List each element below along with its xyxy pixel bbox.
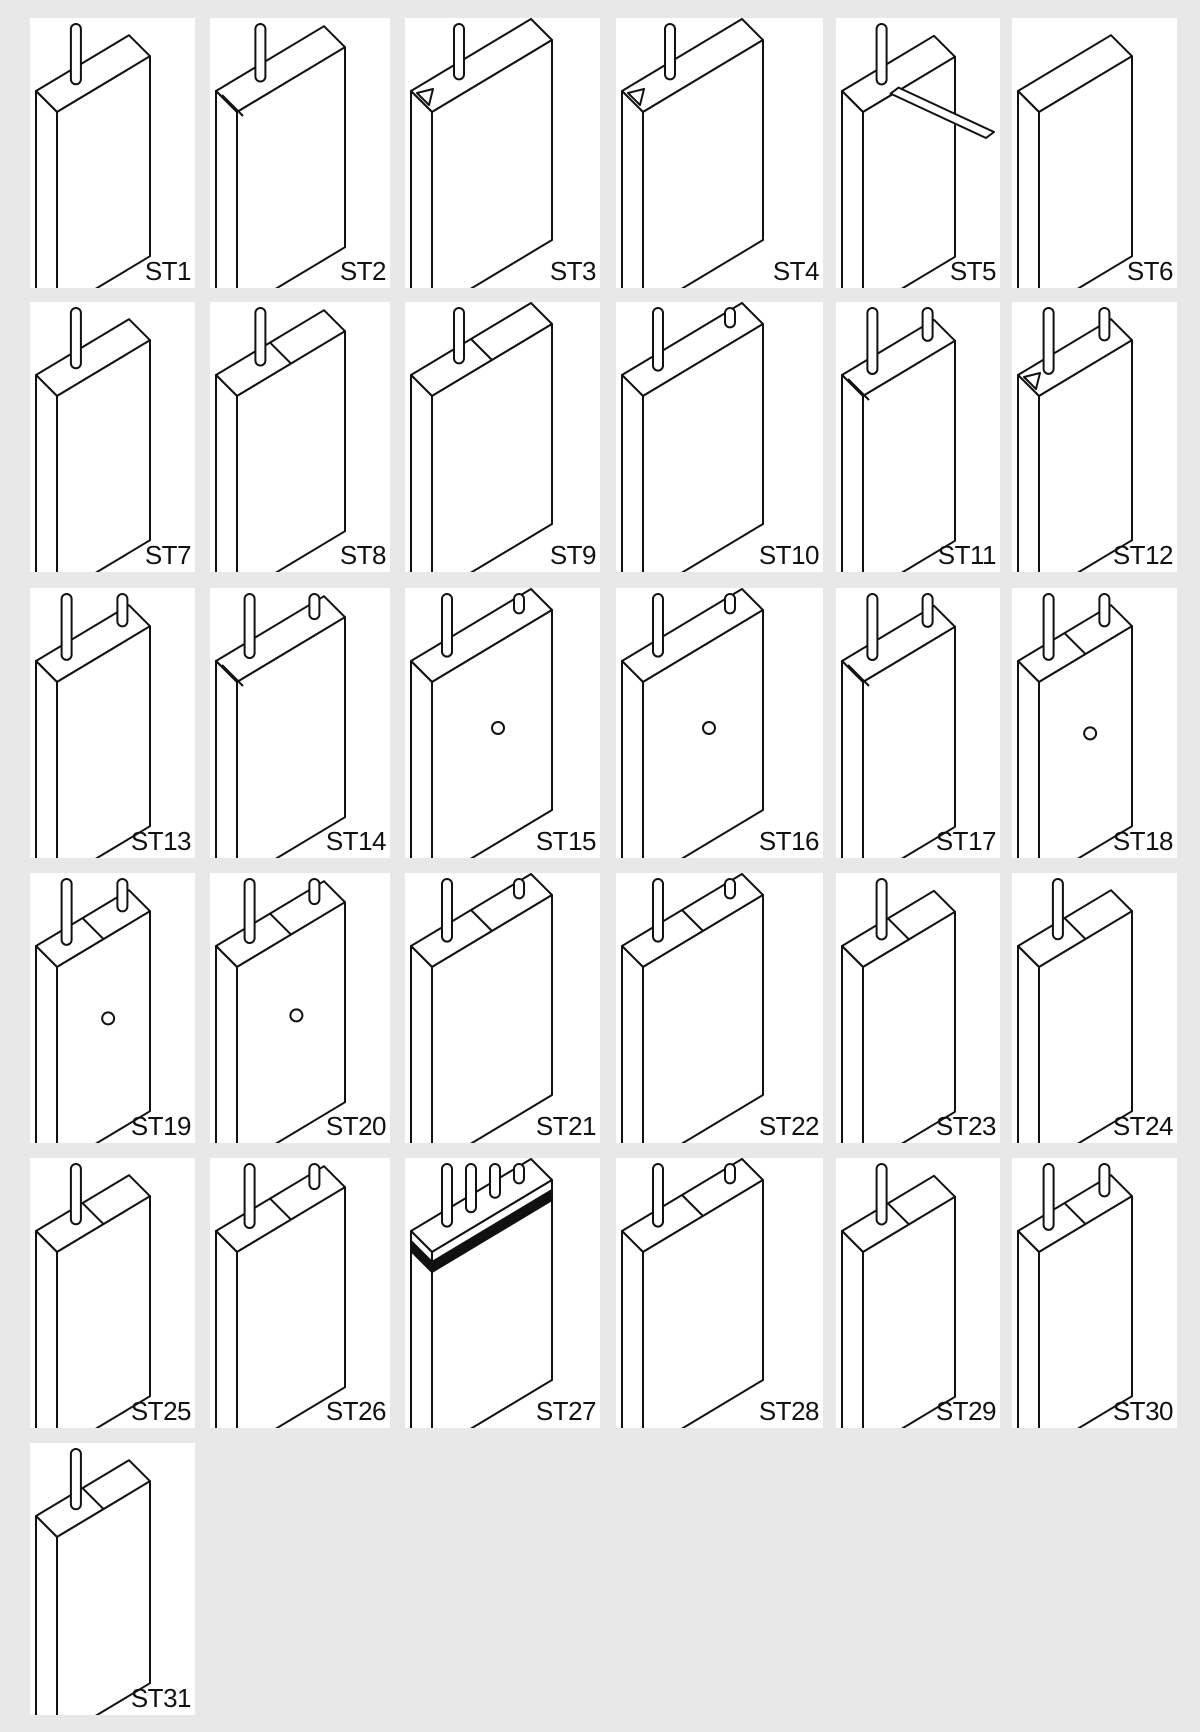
brush-style-label: ST3 [549,256,597,286]
brush-drawing [215,1163,346,1428]
brush-style-label: ST26 [325,1396,387,1426]
brush-tile: ST5 [836,18,1000,288]
brush-style-label: ST20 [325,1111,387,1141]
brush-drawing [410,873,553,1143]
brush-style-label: ST18 [1112,826,1174,856]
brush-drawing [841,307,956,572]
brush-drawing [841,878,956,1143]
brush-drawing [621,302,764,572]
brush-style-label: ST31 [130,1683,192,1713]
brush-drawing [841,1163,956,1428]
brush-style-label: ST14 [325,826,387,856]
brush-drawing [35,1448,151,1715]
brush-tile: ST10 [616,302,823,572]
brush-style-label: ST11 [937,540,997,570]
brush-tile: ST14 [210,588,390,858]
brush-tile: ST23 [836,873,1000,1143]
brush-style-label: ST12 [1112,540,1174,570]
brush-drawing [35,307,151,572]
brush-style-label: ST23 [935,1111,997,1141]
brush-drawing [410,588,553,858]
brush-drawing [1017,593,1133,858]
brush-style-label: ST24 [1112,1111,1174,1141]
brush-tile: ST29 [836,1158,1000,1428]
brush-drawing [1017,34,1133,288]
brush-tile: ST26 [210,1158,390,1428]
brush-tile: ST28 [616,1158,823,1428]
brush-drawing [215,593,346,858]
brush-drawing [35,878,151,1143]
brush-tile: ST18 [1012,588,1177,858]
brush-drawing [841,593,956,858]
brush-tile: ST22 [616,873,823,1143]
brush-style-label: ST8 [339,540,387,570]
brush-drawing [215,878,346,1143]
brush-tile: ST30 [1012,1158,1177,1428]
brush-drawing [410,302,553,572]
brush-style-label: ST16 [758,826,820,856]
brush-drawing [410,1158,553,1428]
brush-style-label: ST2 [339,256,387,286]
brush-style-label: ST19 [130,1111,192,1141]
brush-style-label: ST25 [130,1396,192,1426]
brush-drawing [35,593,151,858]
brush-drawing [35,1163,151,1428]
brush-drawing [410,18,553,288]
brush-drawing [621,1158,764,1428]
brush-drawing [621,873,764,1143]
brush-tile: ST16 [616,588,823,858]
brush-style-label: ST4 [772,256,820,286]
brush-style-label: ST27 [535,1396,597,1426]
brush-tile: ST25 [30,1158,195,1428]
brush-tile: ST6 [1012,18,1177,288]
brush-tile: ST2 [210,18,390,288]
brush-style-label: ST6 [1126,256,1174,286]
brush-drawing [1017,307,1133,572]
brush-tile: ST7 [30,302,195,572]
brush-tile: ST3 [405,18,600,288]
brush-drawing [1017,878,1133,1143]
brush-tile: ST9 [405,302,600,572]
brush-style-label: ST5 [949,256,997,286]
brush-drawing [621,588,764,858]
brush-tile: ST27 [405,1158,600,1428]
brush-tile: ST12 [1012,302,1177,572]
brush-drawing [841,23,995,288]
brush-style-label: ST21 [535,1111,597,1141]
brush-tile: ST31 [30,1443,195,1715]
brush-tile: ST11 [836,302,1000,572]
brush-tile: ST24 [1012,873,1177,1143]
brush-drawing [35,23,151,288]
brush-tile: ST21 [405,873,600,1143]
brush-style-label: ST29 [935,1396,997,1426]
brush-style-label: ST22 [758,1111,820,1141]
brush-style-label: ST1 [144,256,192,286]
brush-drawing [215,307,346,572]
brush-tile: ST15 [405,588,600,858]
brush-tile: ST8 [210,302,390,572]
brush-tile: ST4 [616,18,823,288]
brush-drawing [621,18,764,288]
brush-style-label: ST7 [144,540,192,570]
brush-style-label: ST15 [535,826,597,856]
brush-drawing [1017,1163,1133,1428]
brush-tile: ST1 [30,18,195,288]
brush-tile: ST13 [30,588,195,858]
brush-style-label: ST17 [935,826,997,856]
brush-style-label: ST28 [758,1396,820,1426]
brush-style-label: ST10 [758,540,820,570]
brush-style-label: ST30 [1112,1396,1174,1426]
brush-drawing [215,23,346,288]
brush-style-label: ST9 [549,540,597,570]
brush-tile: ST17 [836,588,1000,858]
brush-tile: ST20 [210,873,390,1143]
brush-tile: ST19 [30,873,195,1143]
brush-style-label: ST13 [130,826,192,856]
